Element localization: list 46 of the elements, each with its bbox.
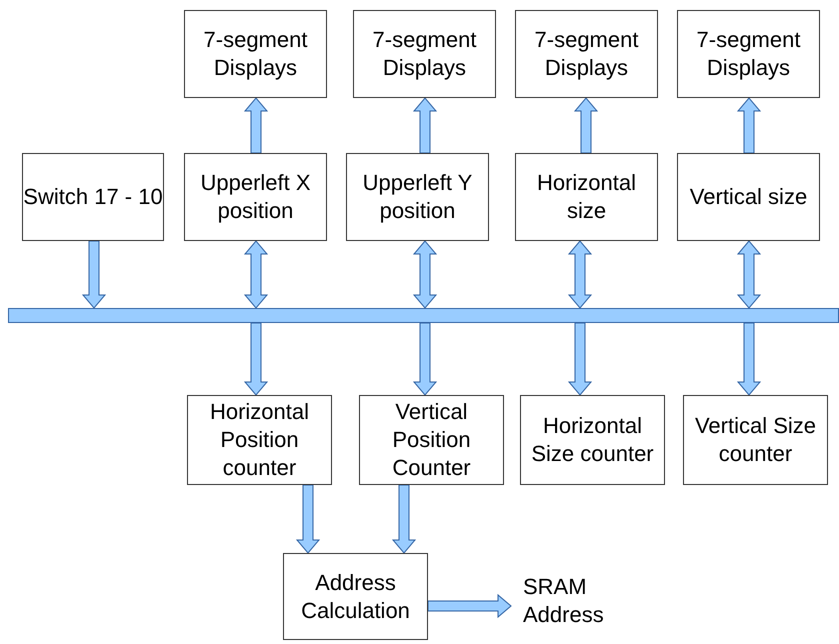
process-box	[283, 553, 428, 640]
process-box	[677, 153, 820, 241]
process-box	[187, 395, 332, 485]
process-box	[515, 10, 658, 98]
box-label: Switch 17 - 10	[23, 183, 163, 211]
double-block-arrow	[568, 240, 592, 309]
process-box	[683, 395, 828, 485]
box-label: Horizontal Size counter	[530, 412, 655, 468]
box-label: Horizontal Position counter	[208, 398, 310, 482]
block-arrow	[412, 97, 438, 154]
process-box	[184, 10, 327, 98]
block-arrow	[428, 594, 512, 618]
box-label: 7-segment Displays	[202, 26, 308, 82]
block-arrow	[736, 322, 762, 396]
block-arrow	[244, 97, 268, 154]
process-box	[677, 10, 820, 98]
box-label: 7-segment Displays	[372, 26, 478, 82]
block-arrow	[392, 484, 416, 554]
box-label: Address Calculation	[300, 568, 411, 624]
box-label: Horizontal size	[536, 169, 638, 225]
box-label: 7-segment Displays	[534, 26, 640, 82]
process-box	[359, 395, 504, 485]
process-box	[184, 153, 327, 241]
box-label: 7-segment Displays	[696, 26, 802, 82]
process-box	[346, 153, 489, 241]
process-box	[520, 395, 665, 485]
double-block-arrow	[736, 240, 762, 309]
text-label: SRAM Address	[523, 573, 605, 629]
process-box	[515, 153, 658, 241]
block-arrow	[736, 97, 762, 154]
block-arrow	[568, 322, 592, 396]
block-arrow	[412, 322, 438, 396]
process-box	[22, 153, 164, 241]
box-label: Upperleft Y position	[362, 169, 474, 225]
block-arrow	[244, 322, 268, 396]
process-box	[353, 10, 496, 98]
block-arrow	[296, 484, 320, 554]
block-arrow	[574, 97, 598, 154]
block-arrow	[82, 240, 106, 309]
box-label: Upperleft X position	[199, 169, 312, 225]
box-label: Vertical Position Counter	[391, 398, 472, 482]
double-block-arrow	[412, 240, 438, 309]
box-label: Vertical Size counter	[694, 412, 818, 468]
double-block-arrow	[244, 240, 268, 309]
box-label: Vertical size	[690, 183, 808, 211]
data-bus	[8, 308, 839, 323]
